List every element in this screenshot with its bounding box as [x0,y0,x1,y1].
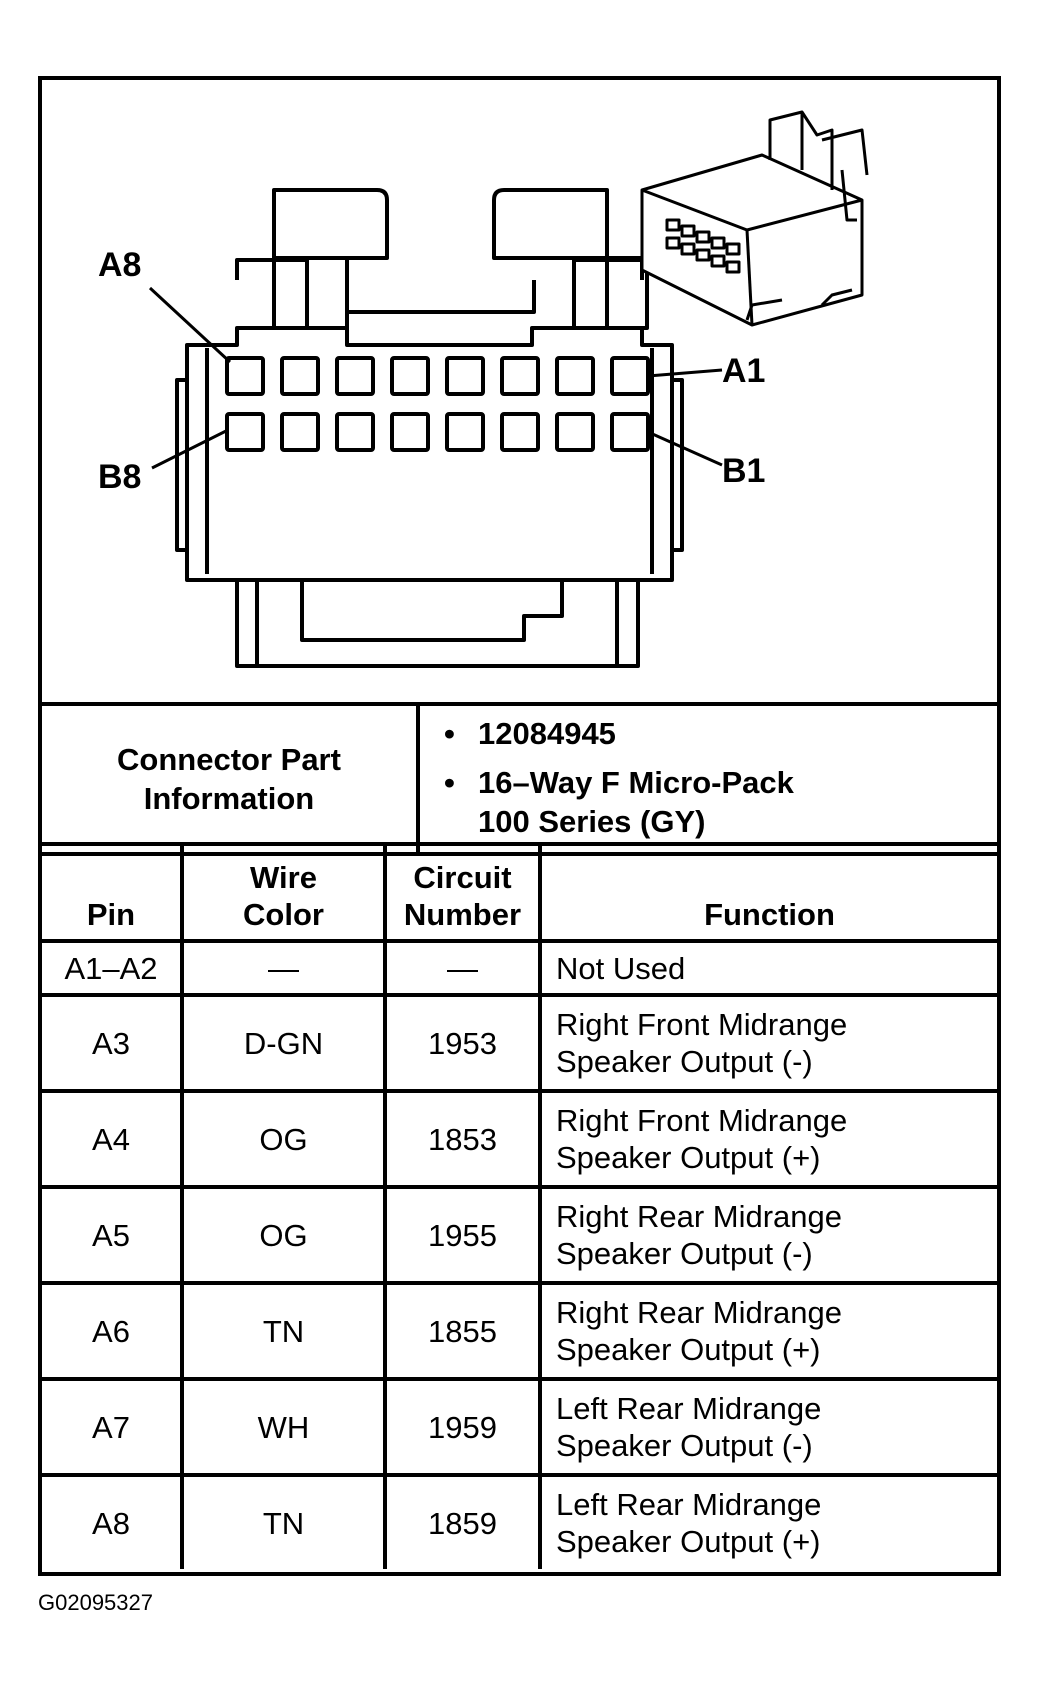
cell-circuit-number: 1953 [383,993,542,1093]
connector-face-svg: A8 A1 B8 B1 [98,110,869,668]
pin-cavity-b4 [445,412,485,452]
cell-circuit-number: 1853 [383,1089,542,1189]
table-row: A6 TN 1855 Right Rear Midrange Speaker O… [42,1281,997,1381]
pin-cavity-b3 [500,412,540,452]
pin-label-a1: A1 [722,352,765,390]
connector-part-information-label: Connector Part Information [42,702,420,856]
cell-function: Right Rear Midrange Speaker Output (+) [538,1281,997,1381]
table-row: A1–A2 — — Not Used [42,939,997,997]
cell-pin: A4 [42,1089,184,1189]
pin-cavity-a6 [335,356,375,396]
pin-label-b8: B8 [98,458,141,496]
pin-cavity-b5 [390,412,430,452]
cell-function: Right Rear Midrange Speaker Output (-) [538,1185,997,1285]
pin-cavity-b1 [610,412,650,452]
cell-function: Not Used [538,939,997,997]
cell-pin: A6 [42,1281,184,1381]
cell-function: Left Rear Midrange Speaker Output (+) [538,1473,997,1569]
table-row: A3 D-GN 1953 Right Front Midrange Speake… [42,993,997,1093]
table-row: A7 WH 1959 Left Rear Midrange Speaker Ou… [42,1377,997,1477]
header-function: Function [538,842,997,943]
bottom-tab [235,580,640,668]
a1-leader-line [647,368,723,378]
left-latch [272,188,389,280]
figure-id: G02095327 [38,1590,153,1615]
connector-part-information-values: • 12084945 • 16–Way F Micro-Pack 100 Ser… [416,702,997,856]
cell-function: Left Rear Midrange Speaker Output (-) [538,1377,997,1477]
table-row: A5 OG 1955 Right Rear Midrange Speaker O… [42,1185,997,1285]
pin-cavity-a5 [390,356,430,396]
cell-wire-color: — [180,939,387,997]
b8-leader-line [151,428,229,470]
cell-function: Right Front Midrange Speaker Output (+) [538,1089,997,1189]
cell-wire-color: OG [180,1089,387,1189]
connector-part-label-line2: Information [143,781,315,816]
pin-label-a8: A8 [98,246,141,284]
cell-wire-color: TN [180,1473,387,1569]
bullet-part-number: • [444,716,455,751]
cell-wire-color: D-GN [180,993,387,1093]
cell-pin: A3 [42,993,184,1093]
header-circuit-number: Circuit Number [383,842,542,943]
connector-description-line1: 16–Way F Micro-Pack [478,765,794,800]
connector-face-diagram: A8 A1 B8 B1 [42,80,997,702]
part-number: 12084945 [478,716,616,751]
table-row: A8 TN 1859 Left Rear Midrange Speaker Ou… [42,1473,997,1569]
cell-circuit-number: 1959 [383,1377,542,1477]
header-pin: Pin [42,842,184,943]
pin-table-header-row: Pin Wire Color Circuit Number Function [42,842,997,943]
pin-function-table: Pin Wire Color Circuit Number Function A… [42,842,997,1569]
cell-function: Right Front Midrange Speaker Output (-) [538,993,997,1093]
pin-cavity-a8 [225,356,265,396]
cell-circuit-number: — [383,939,542,997]
pin-cavity-a7 [280,356,320,396]
pin-label-b1: B1 [722,452,765,490]
connector-isometric-illustration [640,110,869,327]
cell-wire-color: WH [180,1377,387,1477]
connector-part-label-line1: Connector Part [117,742,341,777]
cell-pin: A7 [42,1377,184,1477]
pin-cavity-b8 [225,412,265,452]
pin-cavity-b7 [280,412,320,452]
connector-body [185,326,674,582]
cell-circuit-number: 1955 [383,1185,542,1285]
connector-description-line2: 100 Series (GY) [478,804,706,839]
table-row: A4 OG 1853 Right Front Midrange Speaker … [42,1089,997,1189]
pin-cavity-a1 [610,356,650,396]
cell-pin: A5 [42,1185,184,1285]
cell-circuit-number: 1859 [383,1473,542,1569]
cell-pin: A1–A2 [42,939,184,997]
pin-cavity-b2 [555,412,595,452]
b1-leader-line [647,430,723,467]
pin-cavity-a2 [555,356,595,396]
a8-leader-line [148,286,232,364]
bullet-description: • [444,765,455,800]
connector-figure-frame: A8 A1 B8 B1 [38,76,1001,1576]
right-latch [492,188,609,280]
cell-wire-color: TN [180,1281,387,1381]
pin-cavity-b6 [335,412,375,452]
cell-wire-color: OG [180,1185,387,1285]
connector-part-information-table: Connector Part Information • 12084945 • … [42,702,997,856]
cell-pin: A8 [42,1473,184,1569]
pin-cavity-a3 [500,356,540,396]
header-wire-color: Wire Color [180,842,387,943]
pin-cavity-a4 [445,356,485,396]
cell-circuit-number: 1855 [383,1281,542,1381]
